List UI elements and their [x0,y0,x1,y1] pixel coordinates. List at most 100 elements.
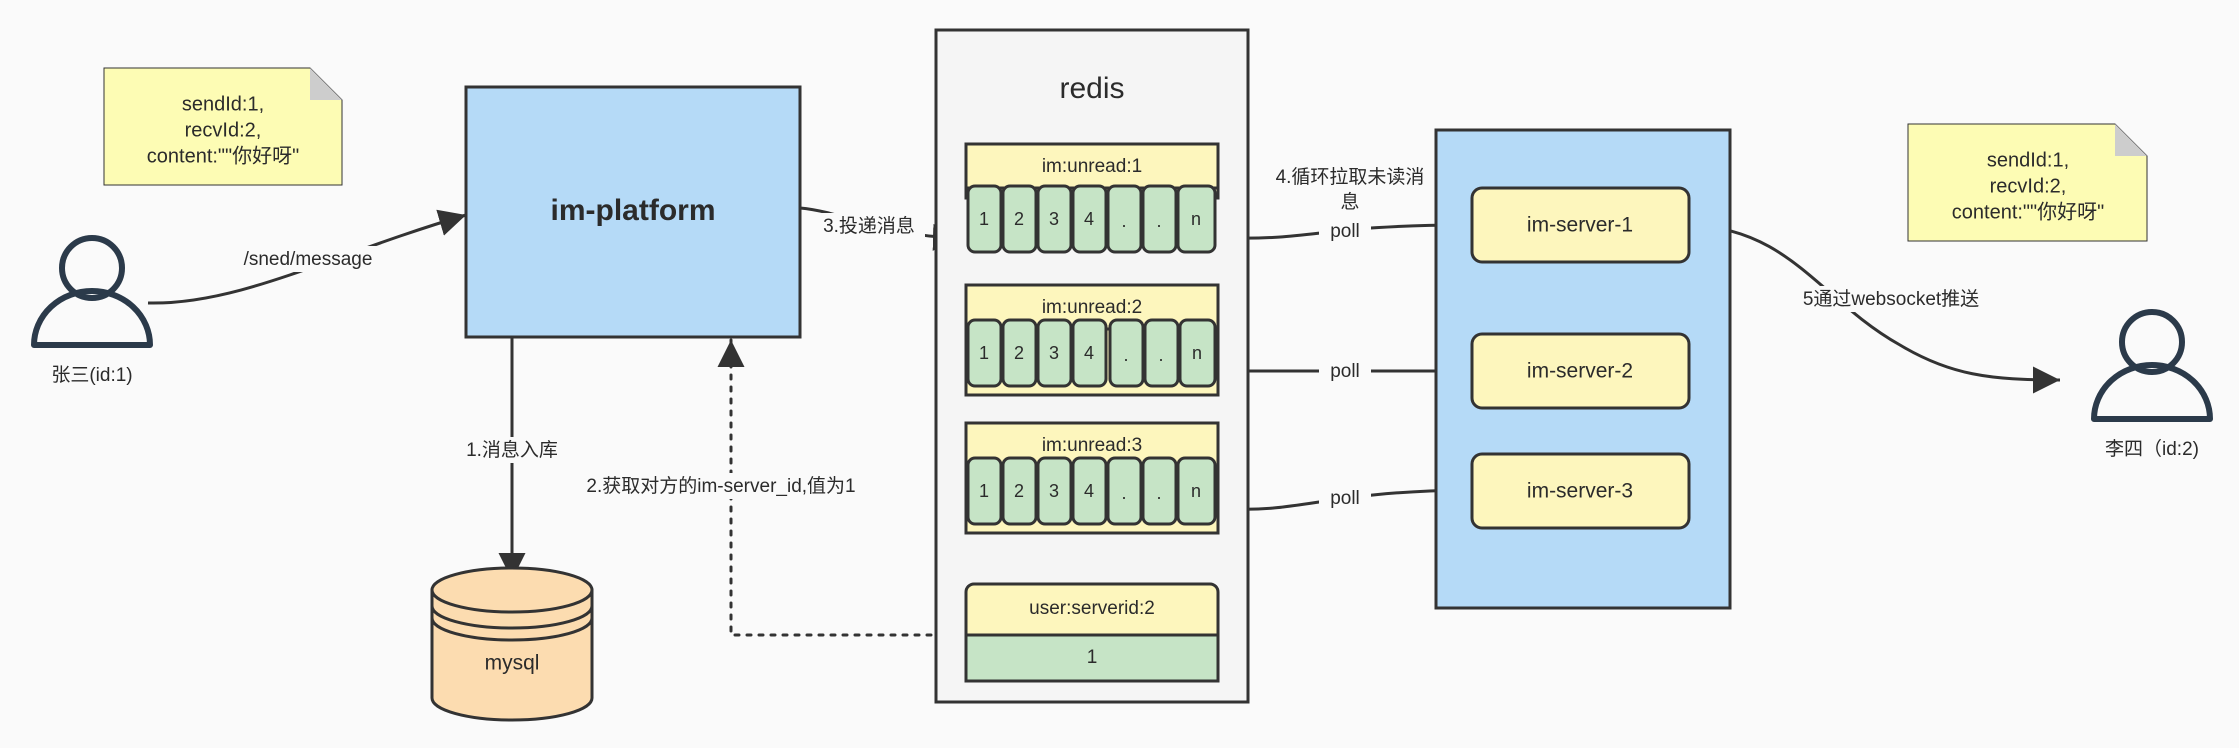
redis-cell-label: . [1156,211,1161,231]
redis-serverid-value-label: 1 [1087,647,1098,668]
note-right-line-1: sendId:1, [1987,149,2069,171]
redis-cell-label: 2 [1014,209,1024,229]
message-payload-note-left: sendId:1, recvId:2, content:""你好呀" [103,67,343,186]
edge-label-bg [232,246,384,272]
message-payload-note-right: sendId:1, recvId:2, content:""你好呀" [1907,123,2148,242]
edge-label-bg [576,473,866,499]
redis-cell [1071,184,1108,254]
edge-label-deliver: 3.投递消息 [823,215,915,237]
edge-label-bg [1786,286,1996,312]
mysql-ring-2 [430,617,594,642]
note-right-line-3: content:""你好呀" [1952,200,2104,223]
redis-cell [1141,456,1178,526]
redis-key-im-unread-2[interactable]: im:unread:2 1 2 3 4 . . n [964,283,1220,397]
note-fold-corner [310,68,342,100]
edge-label-bg [1319,218,1371,244]
redis-cell [1036,456,1073,526]
mysql-label: mysql [485,652,540,675]
edge-label-bg [1319,485,1371,511]
redis-cell-label: . [1121,483,1126,503]
note-left-line-3: content:""你好呀" [147,144,299,167]
edge-label-bg [454,437,570,463]
mysql-ring-1 [430,605,594,630]
redis-cell [1108,318,1145,388]
redis-cells-3: 1 2 3 4 . . n [966,456,1217,526]
im-platform-node[interactable]: im-platform [464,85,802,339]
im-server-1-label: im-server-1 [1527,214,1633,237]
redis-cell-label: 3 [1049,343,1059,363]
im-server-3-node[interactable]: im-server-3 [1470,452,1691,530]
redis-cell [966,184,1003,254]
redis-cell-label: n [1192,343,1202,363]
redis-cell-label: 4 [1084,481,1094,501]
actor-head-icon [59,235,125,301]
actor-body-icon [31,288,153,348]
redis-container: redis im:unread:1 1 2 3 4 . [934,28,1250,704]
edge-label-poll-2: poll [1330,361,1360,382]
im-server-3-label: im-server-3 [1527,480,1633,503]
redis-cell-label: . [1123,345,1128,365]
redis-title: redis [1059,72,1124,105]
redis-serverid-key-label: user:serverid:2 [1029,598,1155,619]
redis-key-im-unread-1[interactable]: im:unread:1 1 2 3 4 . . n [964,142,1220,254]
actor-body-icon [2091,362,2213,422]
im-server-group: im-server-1 im-server-2 im-server-3 [1434,128,1732,610]
im-platform-label: im-platform [551,194,716,227]
edge-poll-server-1: poll 4.循环拉取未读消 息 [1231,160,1465,244]
edge-label-bg [1319,358,1371,384]
actor-receiver-label: 李四（id:2) [2105,438,2199,460]
edge-get-serverid: 2.获取对方的im-server_id,值为1 [576,338,981,637]
redis-cell [1071,318,1108,388]
edge-label-poll-unread-line2: 息 [1340,191,1359,213]
redis-key-user-serverid[interactable]: user:serverid:2 1 [964,582,1220,683]
redis-cell [1176,184,1217,254]
mysql-top-ellipse [430,566,594,614]
redis-cell [1001,184,1038,254]
im-server-2-node[interactable]: im-server-2 [1470,332,1691,410]
edge-label-send-message: /sned/message [244,249,373,270]
edge-label-websocket-push: 5通过websocket推送 [1803,288,1979,310]
redis-cell-label: 2 [1014,343,1024,363]
actor-head-icon [2119,309,2185,375]
redis-cell-label: 1 [979,481,989,501]
edge-send-message: /sned/message [147,209,467,305]
redis-cell [1001,318,1038,388]
edge-label-poll-unread-line1: 4.循环拉取未读消 [1276,166,1425,188]
redis-cell-label: 4 [1084,343,1094,363]
redis-cell [1143,318,1180,388]
redis-cell-label: 3 [1049,481,1059,501]
note-left-line-2: recvId:2, [185,119,262,141]
redis-cell [1178,318,1217,388]
redis-cell [1001,456,1038,526]
actor-receiver[interactable]: 李四（id:2) [2091,309,2213,460]
edge-deliver-message: 3.投递消息 [799,206,961,251]
mysql-database-node[interactable]: mysql [430,566,594,722]
redis-cell [1071,456,1108,526]
im-server-2-label: im-server-2 [1527,360,1633,383]
edge-label-poll-1: poll [1330,221,1360,242]
edge-label-persist: 1.消息入库 [466,439,558,461]
redis-cells-1: 1 2 3 4 . . n [966,184,1217,254]
redis-cell [1106,456,1143,526]
redis-cell [1106,184,1143,254]
redis-cell [1036,318,1073,388]
edge-persist-to-mysql: 1.消息入库 [454,337,570,580]
redis-cell-label: . [1121,211,1126,231]
actor-sender[interactable]: 张三(id:1) [31,235,153,386]
edge-label-get-serverid: 2.获取对方的im-server_id,值为1 [586,475,855,497]
edge-label-poll-3: poll [1330,488,1360,509]
redis-cell-label: 4 [1084,209,1094,229]
redis-serverid-value-cell [964,633,1220,683]
edge-label-bg [813,213,925,239]
redis-cell [1176,456,1217,526]
redis-key-im-unread-3[interactable]: im:unread:3 1 2 3 4 . . n [964,421,1220,535]
redis-cell-label: 1 [979,343,989,363]
redis-key-header-1 [964,142,1220,190]
actor-sender-label: 张三(id:1) [51,364,132,386]
note-right-line-2: recvId:2, [1990,175,2067,197]
redis-cell-label: 2 [1014,481,1024,501]
redis-cell-label: . [1158,345,1163,365]
im-server-1-node[interactable]: im-server-1 [1470,186,1691,264]
